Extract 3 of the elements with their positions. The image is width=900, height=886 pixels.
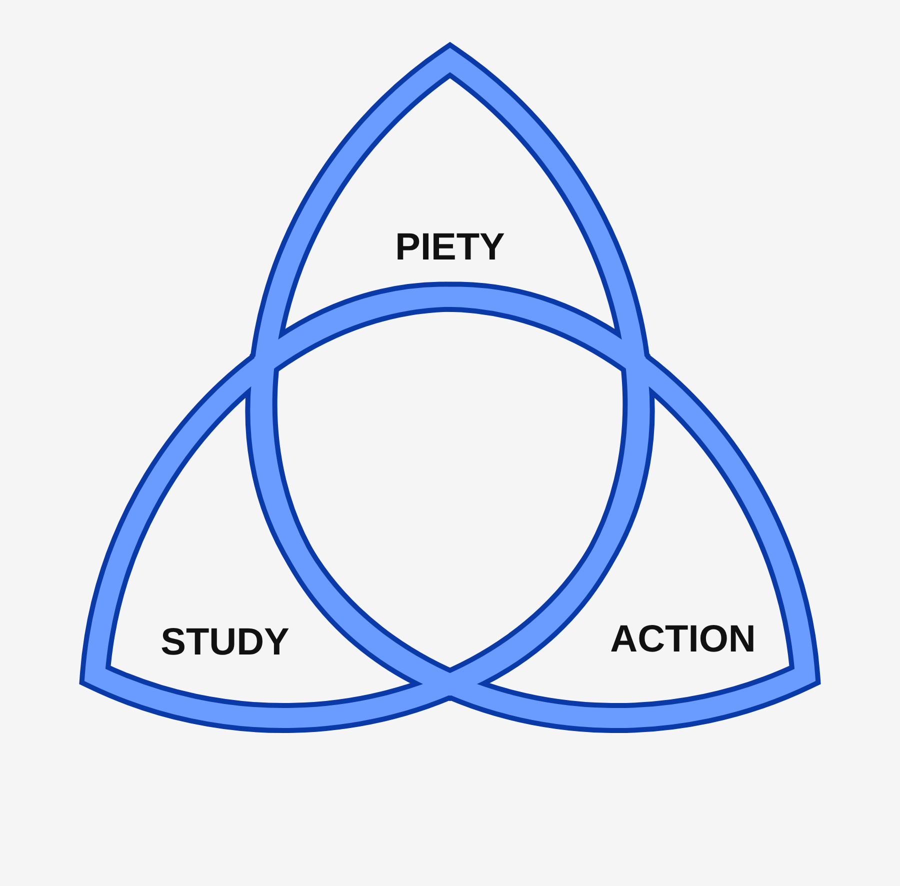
lobe-label: PIETY [395, 226, 505, 270]
lobe-label: STUDY [160, 622, 290, 664]
lobe-label: ACTION [610, 618, 756, 662]
